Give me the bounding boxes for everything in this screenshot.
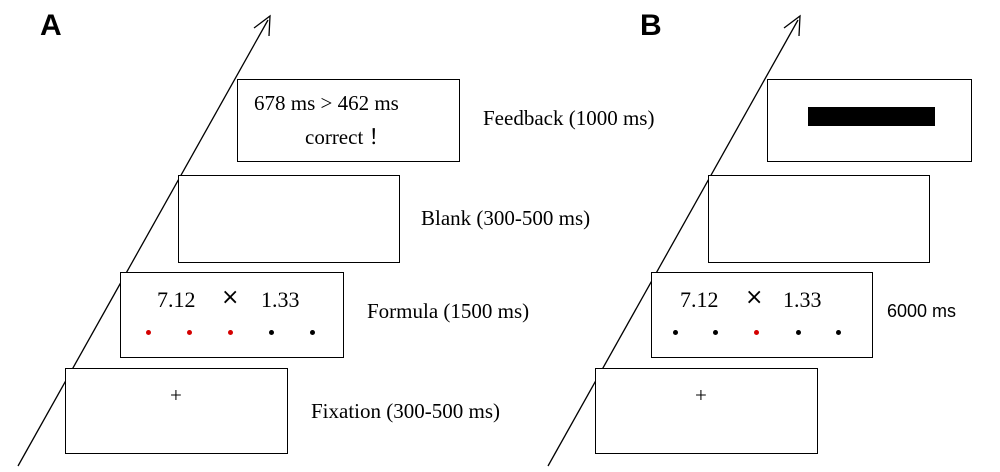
- time-arrow-a: [17, 19, 269, 467]
- fixation-cross-b: +: [695, 383, 707, 407]
- formula-operand-right: 1.33: [261, 287, 300, 312]
- feedback-label: Feedback (1000 ms): [483, 106, 655, 130]
- formula-operand-left: 7.12: [157, 287, 196, 312]
- feedback-bar-screen: [767, 79, 972, 162]
- blank-screen-b: [708, 175, 930, 263]
- progress-dot: [146, 330, 151, 335]
- feedback-result-text: correct ！: [305, 125, 390, 149]
- panel-letter-a: A: [40, 9, 62, 42]
- progress-dot: [754, 330, 759, 335]
- progress-dot: [796, 330, 801, 335]
- formula-duration-label-b: 6000 ms: [887, 301, 957, 321]
- fixation-screen-b: +: [595, 368, 818, 454]
- formula-operand-right-b: 1.33: [783, 287, 822, 312]
- feedback-bar: [808, 107, 935, 126]
- arrowhead-b: [783, 14, 801, 37]
- formula-screen-b: 7.12 × 1.33: [651, 272, 873, 358]
- progress-dot: [269, 330, 274, 335]
- blank-screen: [178, 175, 400, 263]
- formula-label: Formula (1500 ms): [367, 299, 530, 323]
- progress-dot: [310, 330, 315, 335]
- progress-dot: [673, 330, 678, 335]
- fixation-label: Fixation (300-500 ms): [311, 399, 500, 423]
- fixation-screen: +: [65, 368, 288, 454]
- formula-operator: ×: [221, 285, 240, 310]
- blank-label: Blank (300-500 ms): [421, 206, 591, 230]
- progress-dot: [187, 330, 192, 335]
- formula-operand-left-b: 7.12: [680, 287, 719, 312]
- feedback-screen: 678 ms > 462 ms correct ！: [237, 79, 460, 162]
- formula-operator-b: ×: [745, 285, 764, 310]
- feedback-comparison-text: 678 ms > 462 ms: [254, 91, 399, 115]
- progress-dot: [713, 330, 718, 335]
- progress-dot: [228, 330, 233, 335]
- time-arrow-b: [547, 19, 799, 467]
- progress-dot: [836, 330, 841, 335]
- panel-letter-b: B: [640, 9, 662, 42]
- formula-screen: 7.12 × 1.33: [120, 272, 344, 358]
- fixation-cross: +: [170, 383, 182, 407]
- arrowhead-a: [253, 14, 271, 37]
